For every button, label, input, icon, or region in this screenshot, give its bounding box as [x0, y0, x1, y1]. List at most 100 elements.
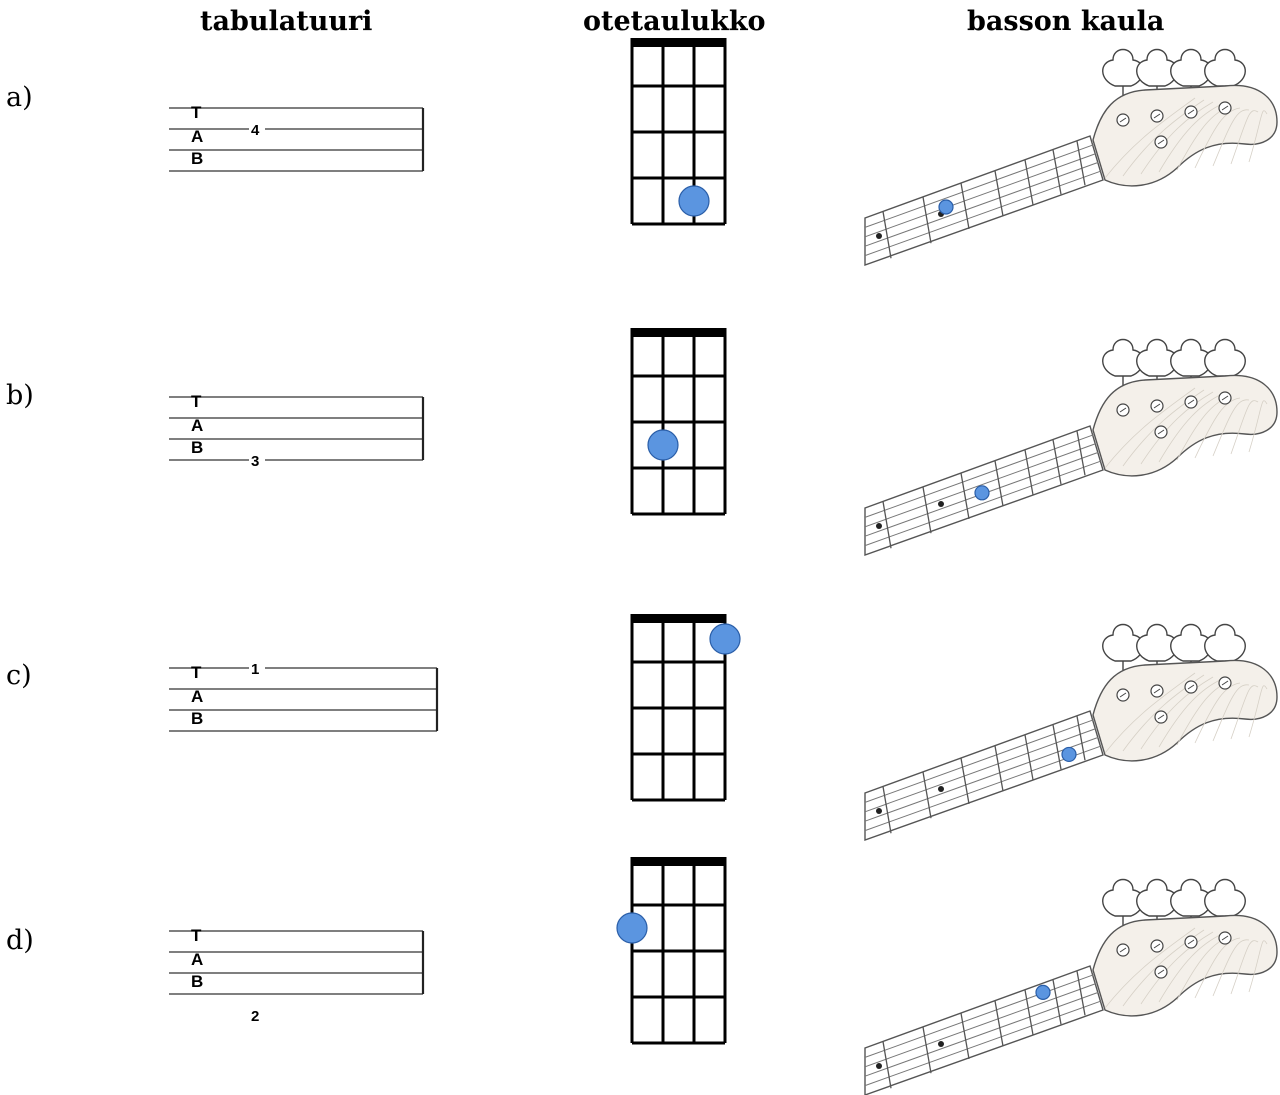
- tab-clef-letter: T: [191, 392, 202, 411]
- neck-finger-dot: [974, 485, 990, 501]
- wood-grain: [1194, 682, 1241, 744]
- wood-grain: [1248, 940, 1268, 993]
- neck-fret: [994, 745, 1004, 792]
- neck-string: [864, 974, 1094, 1058]
- neck-fret: [960, 183, 970, 230]
- neck-fret: [960, 758, 970, 805]
- neck-fret: [1076, 140, 1086, 186]
- neck-fret: [1076, 430, 1086, 476]
- neck-string: [864, 443, 1096, 528]
- chart-finger-dot: [678, 185, 710, 217]
- neck-fret: [1024, 989, 1034, 1035]
- wood-grain: [1122, 674, 1205, 752]
- tab-number-bg: [249, 659, 265, 677]
- tuner-slot: [1119, 407, 1127, 413]
- neck-string: [864, 983, 1096, 1068]
- neck-fret: [1024, 449, 1034, 495]
- tuner-slot: [1153, 943, 1161, 949]
- wood-grain: [1158, 393, 1223, 463]
- wood-grain: [1194, 937, 1241, 999]
- bass-neck: [864, 338, 1278, 556]
- neck-fret: [1076, 970, 1086, 1016]
- tab-fret-number: 1: [251, 661, 259, 678]
- neck-fret: [882, 501, 892, 549]
- neck-fret: [960, 473, 970, 520]
- tab-clef-letter: A: [191, 687, 203, 706]
- tab-clef-letter: B: [191, 972, 203, 991]
- neck-string: [864, 991, 1099, 1077]
- wood-grain: [1104, 387, 1196, 469]
- header-chart: otetaulukko: [583, 6, 766, 37]
- neck-fret: [882, 786, 892, 834]
- neck-string: [864, 161, 1099, 247]
- inlay-dot: [876, 233, 882, 239]
- wood-grain: [1122, 389, 1205, 467]
- wood-grain: [1158, 933, 1223, 1003]
- tuner-slot: [1221, 935, 1229, 941]
- inlay-dot: [876, 808, 882, 814]
- tab-clef-letter: B: [191, 438, 203, 457]
- neck-finger-dot: [1035, 984, 1051, 1000]
- header-tab: tabulatuuri: [200, 6, 373, 37]
- tab-clef-letter: A: [191, 950, 203, 969]
- neck-body: [864, 965, 1104, 1095]
- neck-string: [864, 1000, 1101, 1087]
- tab-fret-number: 4: [251, 122, 260, 139]
- wood-grain: [1140, 676, 1214, 750]
- tab-clef-letter: T: [191, 663, 202, 682]
- neck-body: [864, 135, 1104, 266]
- neck-fret: [994, 1000, 1004, 1047]
- wood-grain: [1140, 101, 1214, 175]
- neck-string: [864, 728, 1096, 813]
- chart-finger-dot: [709, 623, 741, 655]
- chart-nut: [630, 614, 727, 623]
- tuner-slot: [1221, 395, 1229, 401]
- tuner-slot: [1119, 692, 1127, 698]
- neck-fret: [1052, 979, 1062, 1025]
- neck-fret: [994, 170, 1004, 217]
- wood-grain: [1248, 110, 1268, 163]
- neck-string: [864, 144, 1094, 228]
- wood-grain: [1158, 678, 1223, 748]
- inlay-dot: [876, 1063, 882, 1069]
- wood-grain: [1194, 107, 1241, 169]
- tuner-slot: [1157, 969, 1165, 975]
- neck-finger-dot: [938, 199, 954, 215]
- tab-number-bg: [249, 1006, 265, 1024]
- wood-grain: [1140, 391, 1214, 465]
- inlay-dot: [876, 523, 882, 529]
- row-label: d): [6, 925, 34, 956]
- inlay-dot: [938, 501, 944, 507]
- neck-string: [864, 736, 1099, 822]
- tab-number-bg: [249, 120, 265, 138]
- neck-string: [864, 719, 1094, 803]
- fret-chart: [630, 328, 727, 516]
- wood-grain: [1212, 684, 1250, 742]
- neck-string: [864, 460, 1101, 547]
- headstock: [1092, 914, 1278, 1017]
- bass-neck: [864, 878, 1278, 1095]
- neck-string: [864, 745, 1101, 832]
- fret-chart: [616, 857, 727, 1045]
- neck-finger-dot: [1061, 746, 1077, 763]
- neck-string: [864, 170, 1101, 257]
- neck-body: [864, 710, 1104, 841]
- tuner-slot: [1157, 139, 1165, 145]
- wood-grain: [1158, 103, 1223, 173]
- headstock: [1092, 659, 1278, 762]
- fret-chart: [630, 614, 741, 802]
- neck-fret: [994, 460, 1004, 507]
- wood-grain: [1212, 939, 1250, 997]
- inlay-dot: [938, 786, 944, 792]
- tab-number-bg: [249, 451, 265, 469]
- tab-clef-letter: A: [191, 127, 203, 146]
- neck-fret: [960, 1013, 970, 1060]
- wood-grain: [1104, 97, 1196, 179]
- wood-grain: [1230, 685, 1259, 740]
- neck-fret: [922, 196, 932, 244]
- chart-finger-dot: [647, 429, 679, 461]
